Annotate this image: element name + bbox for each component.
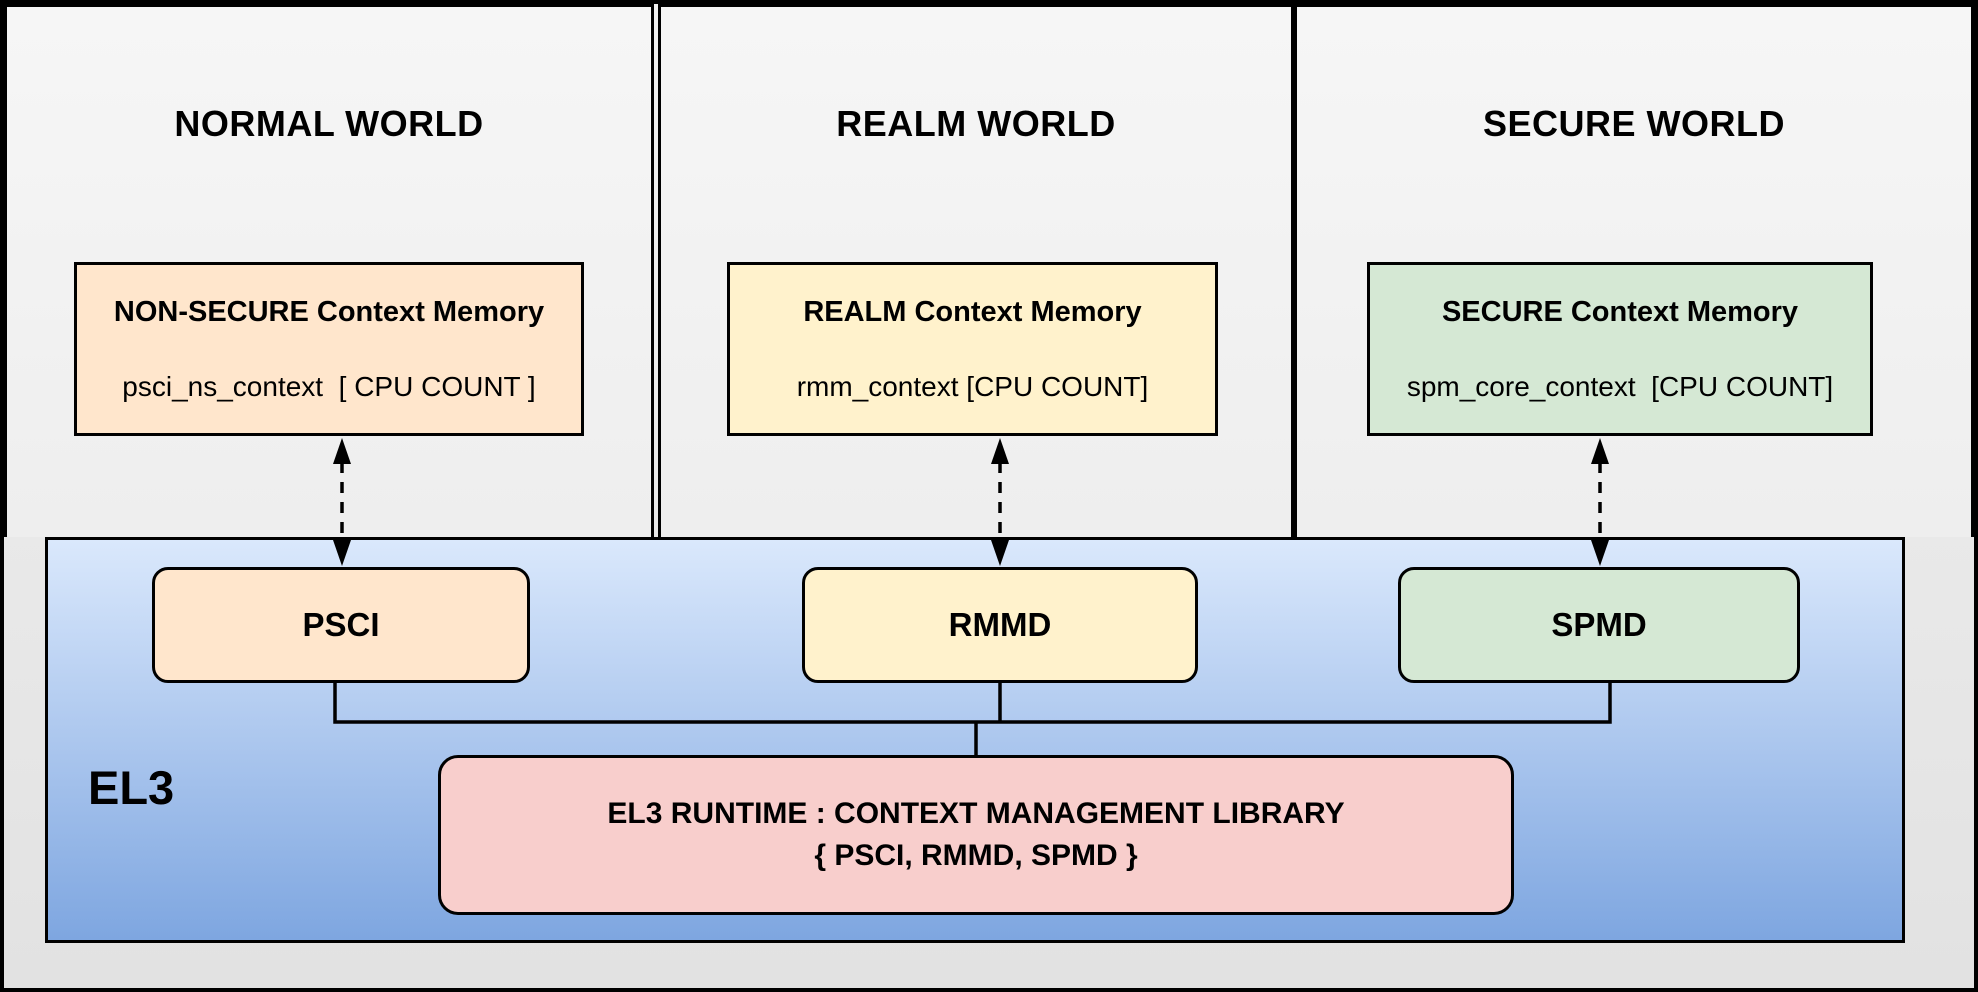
secure-world-title: SECURE WORLD (1483, 103, 1785, 144)
non-secure-context-title: NON-SECURE Context Memory (113, 295, 545, 328)
secure-context-title: SECURE Context Memory (1441, 295, 1799, 328)
secure-context-detail: spm_core_context [CPU COUNT] (1406, 370, 1834, 402)
non-secure-context-detail: psci_ns_context [ CPU COUNT ] (122, 370, 536, 402)
runtime-box-line2: { PSCI, RMMD, SPMD } (814, 839, 1138, 872)
el3-runtime-context-mgmt-box: EL3 RUNTIME : CONTEXT MANAGEMENT LIBRARY… (438, 755, 1514, 915)
psci-dispatcher-box: PSCI (152, 567, 530, 683)
el3-label: EL3 (88, 761, 175, 814)
runtime-box-line1: EL3 RUNTIME : CONTEXT MANAGEMENT LIBRARY (607, 797, 1345, 830)
normal-world-title: NORMAL WORLD (174, 103, 484, 144)
realm-context-title: REALM Context Memory (803, 295, 1142, 328)
secure-context-memory-box: SECURE Context Memory spm_core_context [… (1367, 262, 1873, 436)
realm-world-title: REALM WORLD (836, 103, 1116, 144)
spmd-dispatcher-box: SPMD (1398, 567, 1800, 683)
realm-context-memory-box: REALM Context Memory rmm_context [CPU CO… (727, 262, 1218, 436)
non-secure-context-memory-box: NON-SECURE Context Memory psci_ns_contex… (74, 262, 584, 436)
rmmd-dispatcher-box: RMMD (802, 567, 1198, 683)
realm-context-detail: rmm_context [CPU COUNT] (796, 370, 1149, 402)
